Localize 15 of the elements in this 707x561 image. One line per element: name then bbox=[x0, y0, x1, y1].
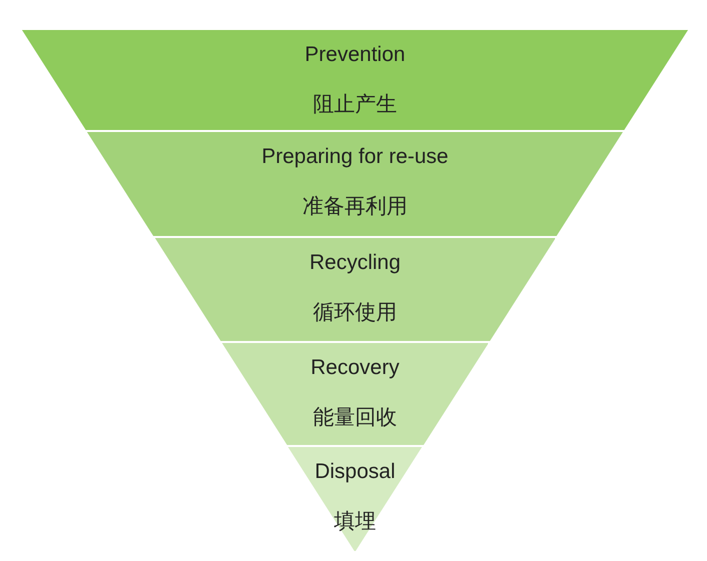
funnel-band bbox=[222, 343, 488, 445]
band-label: Prevention bbox=[304, 43, 406, 66]
funnel-band bbox=[288, 447, 422, 551]
band-label: Recycling bbox=[309, 251, 401, 274]
funnel-band bbox=[22, 30, 688, 130]
band-label: 循环使用 bbox=[312, 301, 397, 324]
band-label: 能量回收 bbox=[312, 406, 397, 429]
band-label: Disposal bbox=[314, 460, 396, 483]
band-label: 阻止产生 bbox=[313, 93, 397, 116]
funnel-band bbox=[87, 132, 623, 236]
funnel-band bbox=[154, 238, 556, 341]
band-label: 准备再利用 bbox=[302, 195, 408, 218]
band-label: 填埋 bbox=[334, 510, 376, 533]
band-label: Recovery bbox=[310, 356, 400, 379]
band-label: Preparing for re-use bbox=[262, 145, 448, 168]
